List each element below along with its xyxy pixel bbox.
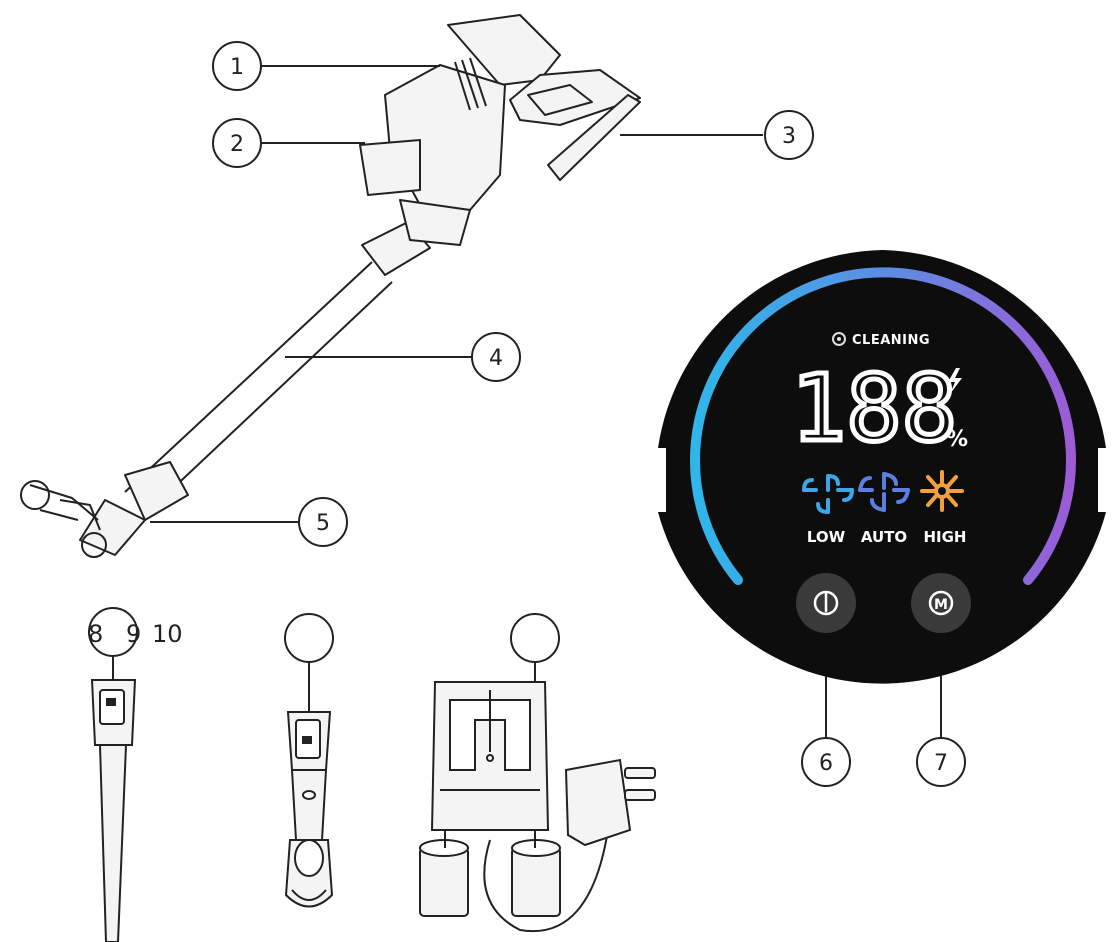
callout-10 <box>510 613 560 663</box>
percent-sign: % <box>946 427 968 452</box>
control-panel: CLEANING 188 % LOW AUTO HIGH <box>658 250 1106 684</box>
wall-dock-drawing <box>419 681 656 933</box>
mode-button-letter: M <box>934 597 948 613</box>
loose-number-10: 10 <box>152 620 183 648</box>
callout-6: 6 <box>801 737 851 787</box>
callout-7: 7 <box>916 737 966 787</box>
lightning-icon <box>948 368 962 394</box>
mode-label-low: LOW <box>807 528 846 546</box>
callout-5-label: 5 <box>316 511 330 536</box>
callout-2-label: 2 <box>230 132 244 157</box>
mode-button[interactable]: M <box>911 573 971 633</box>
battery-arc <box>690 267 1076 585</box>
callout-9 <box>284 613 334 663</box>
cleaning-icon <box>832 332 846 346</box>
loose-number-9: 9 <box>126 620 141 648</box>
auto-fan-icon <box>858 472 910 512</box>
status-label: CLEANING <box>852 333 930 348</box>
panel-body <box>658 250 1106 684</box>
callout-8 <box>88 607 138 657</box>
mode-label-auto: AUTO <box>861 528 907 546</box>
callout-1: 1 <box>212 41 262 91</box>
stick-vacuum-drawing <box>20 14 641 558</box>
callout-3-label: 3 <box>782 124 796 149</box>
battery-digits: 188 <box>791 355 957 462</box>
cleaning-status: CLEANING <box>832 332 930 348</box>
callout-4: 4 <box>471 332 521 382</box>
low-fan-icon <box>802 474 854 514</box>
power-icon <box>813 590 839 616</box>
crevice-tool-drawing <box>90 679 137 942</box>
mode-label-high: HIGH <box>923 528 966 546</box>
high-fan-icon <box>920 470 964 512</box>
brush-tool-drawing <box>284 711 334 908</box>
callout-3: 3 <box>764 110 814 160</box>
callout-6-label: 6 <box>819 751 833 776</box>
loose-number-8: 8 <box>88 620 103 648</box>
callout-7-label: 7 <box>934 751 948 776</box>
callout-4-label: 4 <box>489 346 503 371</box>
callout-2: 2 <box>212 118 262 168</box>
mode-m-icon <box>928 590 954 616</box>
power-button[interactable] <box>796 573 856 633</box>
callout-1-label: 1 <box>230 55 244 80</box>
callout-5: 5 <box>298 497 348 547</box>
